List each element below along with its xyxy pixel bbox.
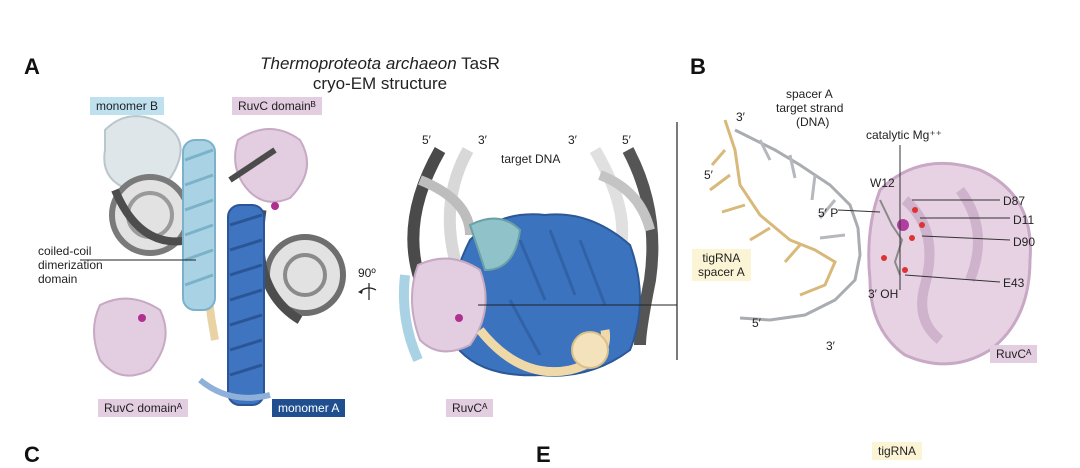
tigrna-spacer-tag: tigRNA spacer A	[692, 249, 751, 281]
b-5prime-left: 5′	[704, 168, 713, 182]
ruvc-domain-a-tag: RuvC domainᴬ	[98, 399, 189, 417]
w12-label: W12	[870, 176, 895, 190]
panel-letter-b: B	[690, 54, 706, 79]
d11-label: D11	[1013, 213, 1035, 227]
coiled-coil-label-1: coiled-coil	[38, 244, 92, 258]
ruvc-a-tag-b: RuvCᴬ	[990, 345, 1038, 363]
panel-a-title: Thermoproteota archaeon TasR cryo-EM str…	[230, 54, 530, 94]
b-3prime-bottom: 3′	[826, 339, 835, 353]
b-5prime-bottom: 5′	[752, 316, 761, 330]
three-oh-label: 3′ OH	[868, 287, 899, 301]
rotation-label: 90º	[358, 266, 376, 280]
spacer-label-1: spacer A	[786, 87, 833, 101]
coiled-coil-label-2: dimerization	[38, 258, 103, 272]
d87-label: D87	[1003, 194, 1026, 208]
dna-3prime-left: 3′	[478, 133, 487, 147]
panel-letter-e: E	[536, 442, 551, 467]
panel-letter-a: A	[24, 54, 40, 79]
coiled-coil-label-3: domain	[38, 272, 78, 286]
spacer-label-2: target strand	[776, 101, 844, 115]
monomer-b-tag: monomer B	[90, 97, 165, 115]
dna-3prime-right: 3′	[568, 133, 577, 147]
five-p-label: 5′ P	[818, 206, 839, 220]
dna-5prime-right: 5′	[622, 133, 631, 147]
title-protein: TasR	[456, 54, 500, 73]
monomer-a-tag: monomer A	[272, 399, 346, 417]
panel-b-structure	[709, 119, 1032, 366]
ruvc-a-tag-middle: RuvCᴬ	[446, 399, 494, 417]
d90-label: D90	[1013, 235, 1036, 249]
title-subtitle: cryo-EM structure	[312, 74, 448, 93]
tigrna-line-1: tigRNA	[702, 251, 741, 265]
catalytic-mg-label: catalytic Mg⁺⁺	[866, 128, 943, 142]
ruvc-domain-b-tag: RuvC domainᴮ	[232, 97, 322, 115]
e43-label: E43	[1003, 276, 1025, 290]
rotation-arrow-icon	[358, 283, 377, 300]
title-species: Thermoproteota archaeon	[260, 54, 457, 73]
tigrna-tag-e: tigRNA	[872, 442, 923, 460]
middle-structure	[398, 146, 659, 377]
spacer-label-3: (DNA)	[796, 115, 830, 129]
b-3prime-top: 3′	[736, 110, 745, 124]
target-dna-label: target DNA	[501, 152, 561, 166]
left-structure	[93, 115, 346, 406]
panel-letter-c: C	[24, 442, 40, 467]
dna-5prime-left: 5′	[422, 133, 431, 147]
tigrna-line-2: spacer A	[698, 265, 745, 279]
